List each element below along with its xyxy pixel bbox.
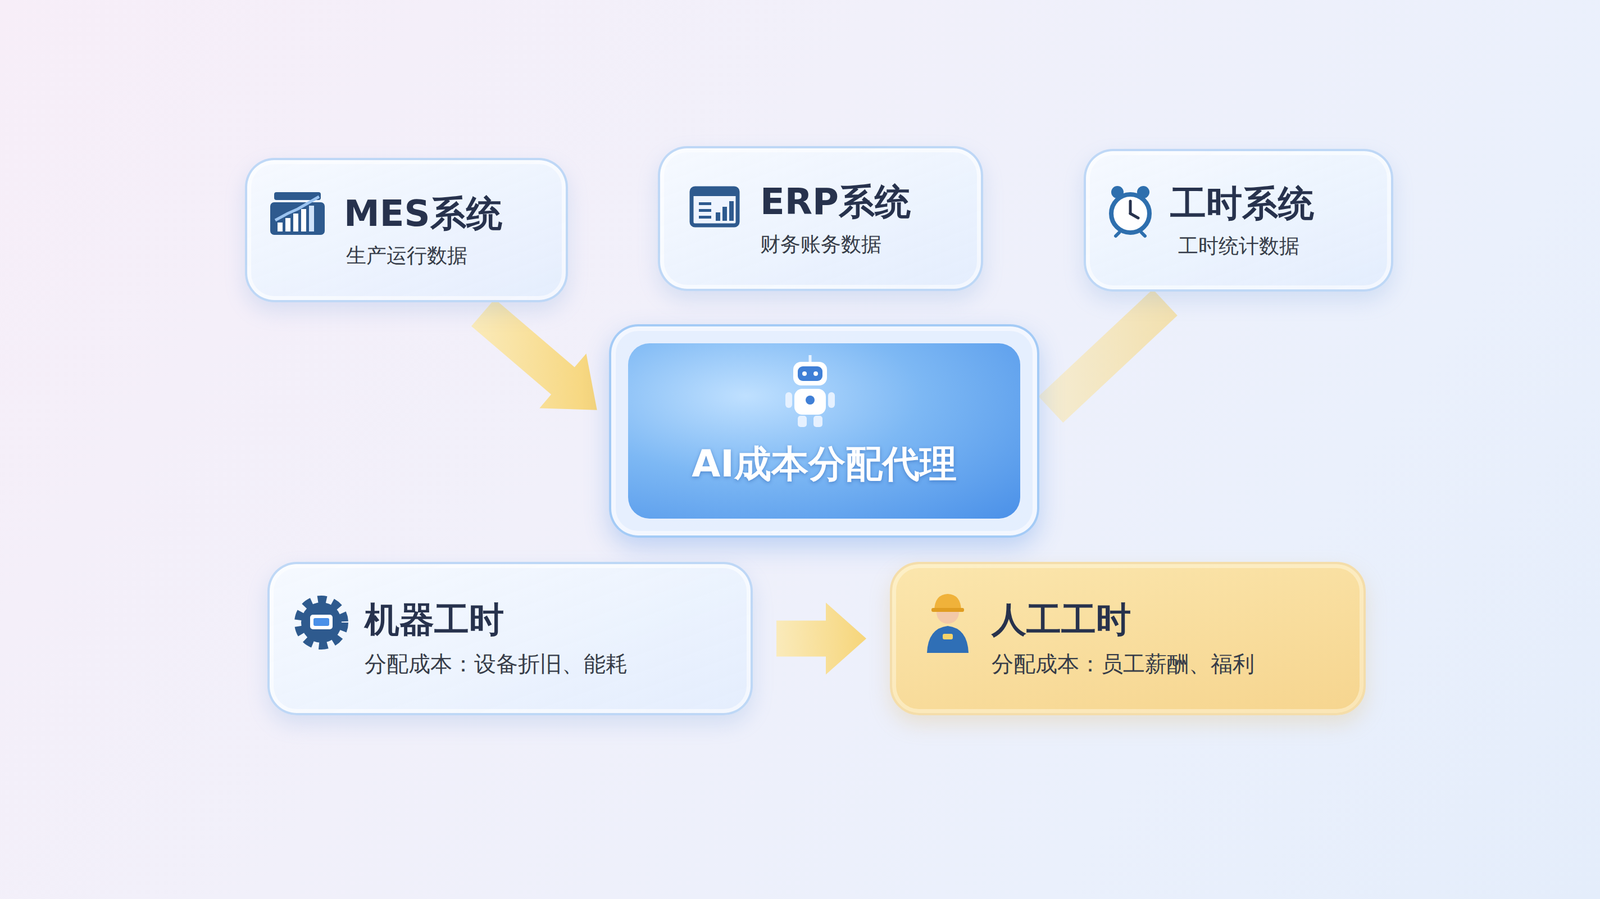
worker-icon [926, 593, 969, 653]
factory-icon [270, 192, 325, 235]
block-arrow [471, 298, 598, 411]
ai-agent-box: AI成本分配代理 [608, 324, 1040, 538]
block-arrow [776, 602, 867, 675]
box-title: AI成本分配代理 [611, 438, 1038, 490]
box-title: 人工工时 [892, 598, 1364, 641]
box-title: 机器工时 [269, 598, 751, 641]
box-subtitle: 分配成本：设备折旧、能耗 [269, 650, 751, 679]
machine-hours-box: 机器工时分配成本：设备折旧、能耗 [267, 561, 753, 716]
box-subtitle: 生产运行数据 [247, 242, 566, 268]
box-title: MES系统 [247, 192, 566, 236]
timesheet-system-box: 工时系统工时统计数据 [1083, 148, 1394, 292]
robot-icon [785, 355, 835, 427]
glow-panel [628, 343, 1021, 519]
box-subtitle: 财务账务数据 [660, 231, 981, 257]
block-arrow [1038, 289, 1178, 423]
gear-icon [298, 600, 344, 645]
erp-system-box: ERP系统财务账务数据 [657, 146, 984, 292]
box-title: 工时系统 [1085, 182, 1392, 226]
box-title: ERP系统 [660, 180, 981, 224]
mes-system-box: MES系统生产运行数据 [244, 157, 568, 303]
clock-icon [1111, 185, 1150, 236]
box-subtitle: 工时统计数据 [1085, 233, 1392, 259]
labor-hours-box: 人工工时分配成本：员工薪酬、福利 [889, 561, 1366, 716]
box-subtitle: 分配成本：员工薪酬、福利 [892, 650, 1364, 679]
report-icon [691, 188, 738, 226]
